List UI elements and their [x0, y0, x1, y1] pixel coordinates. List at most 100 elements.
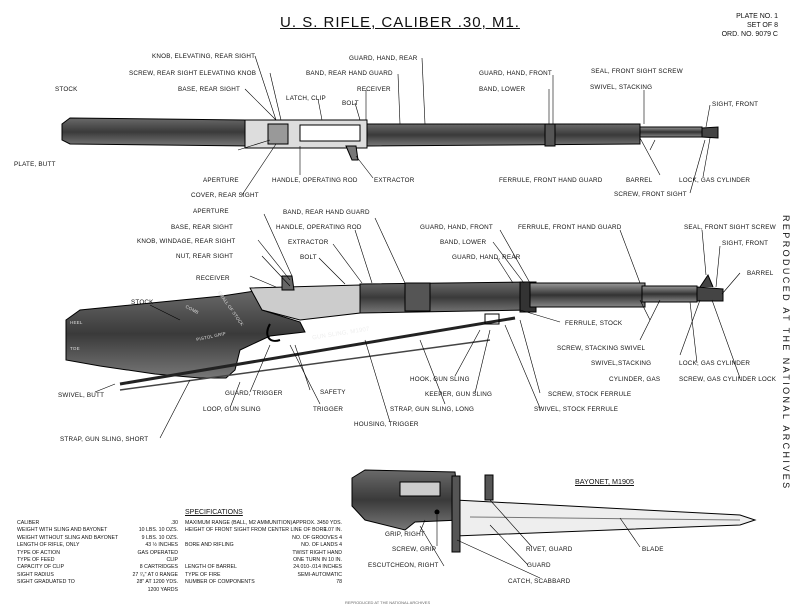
- spec-key: TYPE OF FEED: [17, 557, 55, 564]
- label-ferrule-front-hand-guard: FERRULE, FRONT HAND GUARD: [499, 177, 603, 184]
- label-barrel: BARREL: [626, 177, 653, 184]
- spec-value: 43 ½ INCHES: [145, 542, 178, 549]
- label-ferrule-front-hand-guard: FERRULE, FRONT HAND GUARD: [518, 224, 622, 231]
- label-guard-hand-rear: GUARD, HAND, REAR: [452, 254, 521, 261]
- label-band-rear-hand-guard: BAND, REAR HAND GUARD: [283, 209, 370, 216]
- label-lock-gas-cylinder: LOCK, GAS CYLINDER: [679, 177, 751, 184]
- spec-key: SIGHT RADIUS: [17, 571, 54, 578]
- label-bolt: BOLT: [342, 100, 359, 107]
- label-screw-stacking-swivel: SCREW, STACKING SWIVEL: [557, 345, 646, 352]
- spec-key: NUMBER OF COMPONENTS: [185, 579, 255, 586]
- label-guard: GUARD: [527, 562, 551, 569]
- label-base-rear-sight: BASE, REAR SIGHT: [178, 86, 240, 93]
- spec-value: 9 LBS. 10 OZS.: [141, 534, 178, 541]
- label-swivel-butt: SWIVEL, BUTT: [58, 392, 105, 399]
- label-receiver: RECEIVER: [196, 275, 230, 282]
- label-escutcheon-right: ESCUTCHEON, RIGHT: [368, 562, 439, 569]
- spec-value: 10 LBS. 10 OZS.: [138, 527, 178, 534]
- label-screw-rear-sight-elevating-knob: SCREW, REAR SIGHT ELEVATING KNOB: [129, 70, 257, 77]
- spec-key: WEIGHT WITHOUT SLING AND BAYONET: [17, 534, 119, 541]
- label-bolt: BOLT: [300, 254, 317, 261]
- label-cylinder-gas: CYLINDER, GAS: [609, 376, 661, 383]
- label-swivel-stacking: SWIVEL,STACKING: [591, 360, 652, 367]
- spec-key: TYPE OF ACTION: [17, 549, 60, 556]
- label-keeper-gun-sling: KEEPER, GUN SLING: [425, 391, 493, 398]
- spec-key: LENGTH OF BARREL: [185, 564, 237, 571]
- spec-value: ONE TURN IN 10 IN.: [293, 557, 342, 564]
- label-screw-front-sight: SCREW, FRONT SIGHT: [614, 191, 687, 198]
- spec-value: GAS OPERATED: [137, 549, 178, 556]
- spec-col1-values: .30 10 LBS. 10 OZS. 9 LBS. 10 OZS. 43 ½ …: [118, 520, 178, 594]
- spec-value: NO. OF LANDS 4: [301, 542, 342, 549]
- label-band-lower: BAND, LOWER: [479, 86, 526, 93]
- label-hook-gun-sling: HOOK, GUN SLING: [410, 376, 470, 383]
- spec-value: 8 CARTRIDGES: [139, 564, 178, 571]
- label-nut-rear-sight: NUT, REAR SIGHT: [176, 253, 234, 260]
- label-latch-clip: LATCH, CLIP: [286, 95, 326, 102]
- plate-line: ORD. NO. 9079 C: [721, 31, 778, 38]
- plate-number: PLATE NO. 1 SET OF 8 ORD. NO. 9079 C: [722, 12, 778, 39]
- label-screw-grip: SCREW, GRIP: [392, 546, 437, 553]
- spec-value: 1200 YARDS: [147, 586, 178, 593]
- leader-lines: [94, 55, 741, 579]
- label-plate-butt: PLATE, BUTT: [14, 161, 56, 168]
- label-knob-elevating-rear-sight: KNOB, ELEVATING, REAR SIGHT: [152, 53, 256, 60]
- label-ferrule-stock: FERRULE, STOCK: [565, 320, 623, 327]
- label-handle-operating-rod: HANDLE, OPERATING ROD: [272, 177, 358, 184]
- label-guard-hand-front: GUARD, HAND, FRONT: [479, 70, 552, 77]
- spec-key: MAXIMUM RANGE (BALL, M2 AMMUNITION): [185, 520, 293, 526]
- label-blade: BLADE: [642, 546, 664, 553]
- plate-line: SET OF 8: [747, 22, 778, 29]
- label-barrel: BARREL: [747, 270, 774, 277]
- stock-mark-toe: TOE: [70, 346, 80, 351]
- label-stock: STOCK: [55, 86, 78, 93]
- rifle-top-view: [61, 117, 719, 161]
- footer-stamp: REPRODUCED AT THE NATIONAL ARCHIVES: [345, 600, 431, 605]
- label-aperture: APERTURE: [193, 208, 229, 215]
- stock-mark-heel: HEEL: [70, 320, 83, 325]
- plate-line: PLATE NO. 1: [736, 13, 778, 20]
- label-knob-windage-rear-sight: KNOB, WINDAGE, REAR SIGHT: [137, 238, 236, 245]
- label-aperture: APERTURE: [203, 177, 239, 184]
- label-guard-trigger: GUARD, TRIGGER: [225, 390, 283, 397]
- spec-key: BORE AND RIFLING: [185, 542, 234, 549]
- spec-value: .30: [170, 520, 178, 526]
- label-catch-scabbard: CATCH, SCABBARD: [508, 578, 571, 585]
- label-cover-rear-sight: COVER, REAR SIGHT: [191, 192, 259, 199]
- label-rivet-guard: RIVET, GUARD: [526, 546, 573, 553]
- spec-value: 24.010-.014 INCHES: [293, 564, 342, 571]
- spec-value: APPROX. 3450 YDS.: [292, 520, 343, 526]
- label-sight-front: SIGHT, FRONT: [712, 101, 759, 108]
- spec-key: CAPACITY OF CLIP: [17, 564, 65, 571]
- spec-value: CLIP: [166, 557, 178, 564]
- spec-value: TWIST RIGHT HAND: [292, 549, 342, 556]
- label-receiver: RECEIVER: [357, 86, 391, 93]
- specifications-title: SPECIFICATIONS: [185, 509, 243, 516]
- spec-value: NO. OF GROOVES 4: [292, 534, 342, 541]
- label-trigger: TRIGGER: [313, 406, 344, 413]
- spec-col1-keys: CALIBER WEIGHT WITH SLING AND BAYONET WE…: [17, 520, 118, 587]
- label-extractor: EXTRACTOR: [374, 177, 415, 184]
- label-grip-right: GRIP, RIGHT: [385, 531, 425, 538]
- label-sight-front: SIGHT, FRONT: [722, 240, 769, 247]
- archive-stamp: REPRODUCED AT THE NATIONAL ARCHIVES: [781, 215, 791, 491]
- label-seal-front-sight-screw: SEAL, FRONT SIGHT SCREW: [684, 224, 776, 231]
- bayonet-drawing: [351, 469, 757, 553]
- spec-col2-keys: MAXIMUM RANGE (BALL, M2 AMMUNITION) HEIG…: [185, 520, 327, 587]
- spec-key: WEIGHT WITH SLING AND BAYONET: [17, 527, 108, 534]
- label-swivel-stacking: SWIVEL, STACKING: [590, 84, 653, 91]
- spec-key: HEIGHT OF FRONT SIGHT FROM CENTER LINE O…: [185, 527, 327, 534]
- spec-col2-values: APPROX. 3450 YDS. 1.07 IN. NO. OF GROOVE…: [286, 520, 342, 587]
- label-stock: STOCK: [131, 299, 154, 306]
- spec-key: LENGTH OF RIFLE, ONLY: [17, 542, 80, 549]
- label-screw-gas-cylinder-lock: SCREW, GAS CYLINDER LOCK: [679, 376, 777, 383]
- label-band-rear-hand-guard: BAND, REAR HAND GUARD: [306, 70, 393, 77]
- rifle-side-view: [65, 273, 724, 391]
- label-seal-front-sight-screw: SEAL, FRONT SIGHT SCREW: [591, 68, 683, 75]
- label-extractor: EXTRACTOR: [288, 239, 329, 246]
- spec-value: 28" AT 1200 YDS.: [136, 579, 178, 586]
- spec-key: TYPE OF FIRE: [185, 571, 221, 578]
- spec-value: 78: [336, 579, 342, 586]
- page-title: U. S. RIFLE, CALIBER .30, M1.: [280, 14, 520, 31]
- label-loop-gun-sling: LOOP, GUN SLING: [203, 406, 261, 413]
